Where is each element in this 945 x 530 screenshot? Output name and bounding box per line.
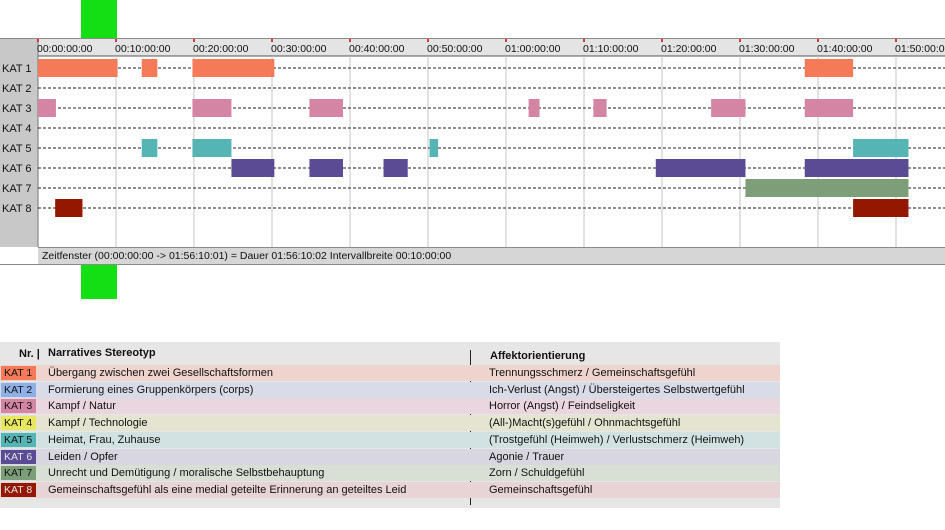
segment-kat-8	[853, 199, 909, 217]
segment-kat-3	[38, 99, 56, 117]
row-label-kat-4: KAT 4	[2, 123, 32, 135]
legend-stereotype: Kampf / Natur	[48, 400, 116, 413]
row-label-kat-5: KAT 5	[2, 143, 32, 155]
segment-kat-3	[593, 99, 607, 117]
legend-stereotype: Kampf / Technologie	[48, 417, 148, 430]
time-tick-label: 00:10:00:00	[115, 43, 171, 55]
timeline-status-bar: Zeitfenster (00:00:00:00 -> 01:56:10:01)…	[38, 247, 945, 264]
row-label-kat-3: KAT 3	[2, 103, 32, 115]
legend-header-nr: Nr. |	[19, 348, 40, 360]
time-tick-label: 00:50:00:00	[427, 43, 483, 55]
legend-header-stereotype: Narratives Stereotyp	[48, 347, 156, 359]
legend-affect: Horror (Angst) / Feindseligkeit	[489, 400, 636, 413]
segment-kat-3	[804, 99, 854, 117]
legend-stereotype: Übergang zwischen zwei Gesellschaftsform…	[48, 367, 273, 379]
row-label-kat-7: KAT 7	[2, 183, 32, 195]
legend-color-swatch: KAT 2	[1, 382, 36, 397]
legend-row: KAT 1 Übergang zwischen zwei Gesellschaft…	[0, 365, 780, 381]
time-tick-label: 01:00:00:00	[505, 43, 561, 55]
legend-affect: (Trostgefühl (Heimweh) / Verlustschmerz …	[489, 433, 745, 446]
segment-kat-6	[309, 159, 343, 177]
legend-color-swatch: KAT 8	[1, 482, 36, 497]
segment-kat-6	[655, 159, 746, 177]
legend-stereotype: Leiden / Opfer	[48, 450, 118, 463]
legend-row: KAT 3 Kampf / Natur Horror (Angst) / Feind…	[0, 398, 780, 415]
segment-kat-1	[192, 59, 275, 77]
time-tick-label: 01:50:00:00	[895, 43, 945, 55]
segment-kat-1	[804, 59, 854, 77]
row-label-kat-1: KAT 1	[2, 63, 32, 75]
legend-stereotype: Unrecht und Demütigung / moralische Selb…	[48, 467, 325, 480]
segment-kat-5	[141, 139, 158, 157]
segment-kat-6	[804, 159, 909, 177]
segment-kat-1	[141, 59, 158, 77]
segment-kat-5	[192, 139, 232, 157]
time-tick-label: 00:20:00:00	[193, 43, 249, 55]
time-ruler	[38, 39, 945, 56]
legend-row: KAT 5 Heimat, Frau, Zuhause (Trostgefühl (…	[0, 431, 780, 448]
timeline-plot: 00:00:00:00 00:10:00:00 00:20:00:00 00:30:0…	[0, 39, 945, 247]
legend-affect: (All-)Macht(s)gefühl / Ohnmachtsgefühl	[489, 417, 681, 430]
legend-affect: Trennungsschmerz / Gemeinschaftsgefühl	[489, 367, 696, 379]
legend-header-affect: Affektorientierung	[490, 350, 586, 362]
segment-kat-8	[55, 199, 83, 217]
category-legend-table: Nr. | Narratives Stereotyp Affektorienti…	[0, 342, 780, 508]
legend-stereotype: Formierung eines Gruppenkörpers (corps)	[48, 383, 254, 396]
time-tick-label: 01:20:00:00	[661, 43, 717, 55]
legend-affect: Ich-Verlust (Angst) / Übersteigertes Sel…	[489, 383, 745, 396]
legend-color-swatch: KAT 4	[1, 416, 36, 431]
time-tick-label: 00:00:00:00	[37, 43, 93, 55]
segment-kat-5	[853, 139, 909, 157]
legend-color-swatch: KAT 1	[1, 366, 36, 380]
time-tick-label: 00:30:00:00	[271, 43, 327, 55]
segment-kat-3	[192, 99, 232, 117]
legend-stereotype: Heimat, Frau, Zuhause	[48, 433, 161, 446]
legend-row: KAT 4 Kampf / Technologie (All-)Macht(s)ge…	[0, 415, 780, 432]
row-label-kat-6: KAT 6	[2, 163, 32, 175]
time-tick-label: 00:40:00:00	[349, 43, 405, 55]
legend-stereotype: Gemeinschaftsgefühl als eine medial gete…	[48, 483, 407, 496]
legend-row: KAT 8 Gemeinschaftsgefühl als eine medial…	[0, 481, 780, 498]
legend-row: KAT 7 Unrecht und Demütigung / moralische…	[0, 465, 780, 482]
timeline-status-text: Zeitfenster (00:00:00:00 -> 01:56:10:01)…	[42, 250, 452, 262]
segment-kat-6	[231, 159, 275, 177]
segment-kat-1	[38, 59, 118, 77]
legend-row: KAT 6 Leiden / Opfer Agonie / Trauer	[0, 448, 780, 465]
legend-affect: Agonie / Trauer	[489, 450, 565, 463]
legend-row: KAT 2 Formierung eines Gruppenkörpers (co…	[0, 381, 780, 398]
time-marker-top[interactable]	[81, 0, 117, 38]
row-label-kat-2: KAT 2	[2, 83, 32, 95]
time-marker-bottom[interactable]	[81, 263, 117, 299]
segment-kat-5	[429, 139, 439, 157]
row-label-kat-8: KAT 8	[2, 203, 32, 215]
legend-color-swatch: KAT 3	[1, 399, 36, 414]
time-tick-label: 01:30:00:00	[739, 43, 795, 55]
segment-kat-3	[711, 99, 746, 117]
legend-color-swatch: KAT 7	[1, 466, 36, 481]
legend-affect: Zorn / Schuldgefühl	[489, 467, 585, 480]
segment-kat-7	[745, 179, 909, 197]
segment-kat-3	[528, 99, 540, 117]
legend-color-swatch: KAT 5	[1, 432, 36, 447]
category-label-column	[0, 39, 38, 247]
segment-kat-3	[309, 99, 343, 117]
time-tick-label: 01:40:00:00	[817, 43, 873, 55]
segment-kat-6	[383, 159, 408, 177]
legend-color-swatch: KAT 6	[1, 449, 36, 464]
timeline-chart: 00:00:00:00 00:10:00:00 00:20:00:00 00:30:0…	[0, 38, 945, 265]
time-tick-label: 01:10:00:00	[583, 43, 639, 55]
legend-affect: Gemeinschaftsgefühl	[489, 483, 593, 496]
